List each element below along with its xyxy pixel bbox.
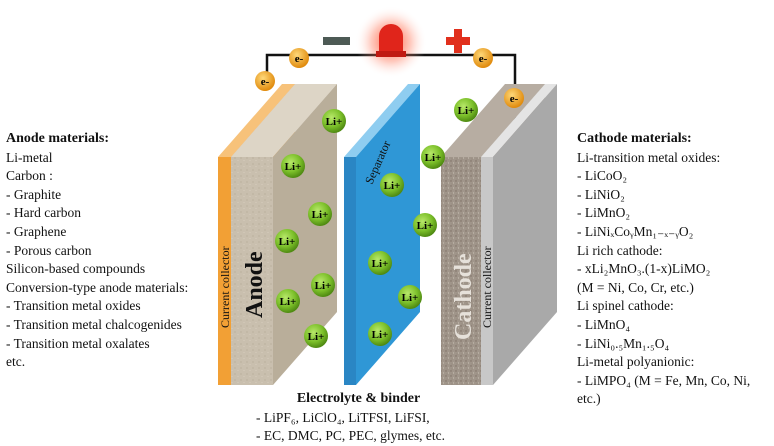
lithium-ion: Li+ <box>281 154 305 178</box>
anode-material-line: Li-metal <box>6 149 53 165</box>
electron: e- <box>473 48 493 68</box>
electron-label: e- <box>261 76 270 88</box>
cathode-material-line: - LiNiO₂ <box>577 186 625 202</box>
lithium-ion: Li+ <box>276 289 300 313</box>
cathode-material-line: - xLi₂MnO₃.(1-x)LiMO₂ <box>577 261 711 277</box>
anode-material-line: etc. <box>6 354 26 370</box>
anode-material-line: - Porous carbon <box>6 242 92 258</box>
cathode-label: Cathode <box>451 253 477 340</box>
lithium-ion-label: Li+ <box>315 280 332 292</box>
cathode-current-collector <box>481 84 557 385</box>
lithium-ion: Li+ <box>398 285 422 309</box>
lithium-ion-label: Li+ <box>285 161 302 173</box>
anode-material-line: Carbon : <box>6 168 53 184</box>
electrolyte-heading: Electrolyte & binder <box>296 391 421 406</box>
cathode-material-line: Li-metal polyanionic: <box>577 354 695 370</box>
lithium-ion-label: Li+ <box>425 152 442 164</box>
anode-material-line: - Graphite <box>6 186 62 202</box>
lithium-ion-label: Li+ <box>280 296 297 308</box>
cathode-material-line: - LiCoO₂ <box>577 168 628 184</box>
anode-material-line: - Graphene <box>6 223 67 239</box>
lithium-ion-label: Li+ <box>402 292 419 304</box>
cathode-material-line: etc.) <box>577 391 601 407</box>
electrolyte-line: - EC, DMC, PC, PEC, glymes, etc. <box>256 428 446 444</box>
cathode-material-line: - LiNi₀.₅Mn₁.₅O₄ <box>577 335 670 351</box>
cathode-current-collector-label: Current collector <box>480 246 494 328</box>
lithium-ion: Li+ <box>311 273 335 297</box>
electron: e- <box>255 71 275 91</box>
anode-material-line: - Transition metal oxides <box>6 298 141 314</box>
cathode-material-line: Li rich cathode: <box>577 242 663 258</box>
lithium-ion-label: Li+ <box>372 258 389 270</box>
anode-label: Anode <box>242 251 268 318</box>
lithium-ion: Li+ <box>421 145 445 169</box>
lithium-ion: Li+ <box>454 98 478 122</box>
anode-material-line: - Hard carbon <box>6 205 81 221</box>
cathode-material-line: Li-transition metal oxides: <box>577 149 721 165</box>
lithium-ion: Li+ <box>304 324 328 348</box>
lithium-ion: Li+ <box>322 109 346 133</box>
separator <box>344 84 420 385</box>
cathode-material-line: - LiMPO₄ (M = Fe, Mn, Co, Ni, <box>577 372 751 388</box>
lithium-ion-label: Li+ <box>308 331 325 343</box>
cathode-material-line: - LiMnO₄ <box>577 316 631 332</box>
lithium-ion: Li+ <box>413 213 437 237</box>
lithium-ion-label: Li+ <box>279 236 296 248</box>
lithium-ion-label: Li+ <box>384 180 401 192</box>
anode-current-collector-label: Current collector <box>218 246 232 328</box>
lithium-ion-label: Li+ <box>326 116 343 128</box>
lithium-ion-label: Li+ <box>312 209 329 221</box>
cathode-materials-heading: Cathode materials: <box>577 131 692 146</box>
cathode-materials-panel: Cathode materials: Li-transition metal o… <box>577 130 750 409</box>
lithium-ion: Li+ <box>368 322 392 346</box>
lithium-ion: Li+ <box>380 173 404 197</box>
anode-material-line: Silicon-based compounds <box>6 261 146 277</box>
electron: e- <box>504 88 524 108</box>
negative-terminal-sign <box>323 37 350 45</box>
electron: e- <box>289 48 309 68</box>
positive-terminal-sign <box>446 29 470 53</box>
lithium-ion: Li+ <box>275 229 299 253</box>
electron-label: e- <box>479 53 488 65</box>
cathode-material-line: (M = Ni, Co, Cr, etc.) <box>577 279 694 295</box>
light-bulb-icon <box>355 6 427 78</box>
electrolyte-panel: Electrolyte & binder - LiPF₆, LiClO₄, Li… <box>256 390 445 446</box>
cathode-material-line: - LiNiₓCoᵧMn₁₋ₓ₋ᵧO₂ <box>577 223 694 239</box>
lithium-ion-label: Li+ <box>417 220 434 232</box>
lithium-ion: Li+ <box>368 251 392 275</box>
lithium-ion: Li+ <box>308 202 332 226</box>
electron-label: e- <box>510 93 519 105</box>
anode-material-line: Conversion-type anode materials: <box>6 279 189 295</box>
electrolyte-line: - LiPF₆, LiClO₄, LiTFSI, LiFSI, <box>256 409 430 425</box>
anode-materials-heading: Anode materials: <box>6 131 110 146</box>
anode-material-line: - Transition metal chalcogenides <box>6 316 182 332</box>
lithium-ion-label: Li+ <box>458 105 475 117</box>
anode-material-line: - Transition metal oxalates <box>6 335 150 351</box>
lithium-ion-label: Li+ <box>372 329 389 341</box>
cathode-material-line: - LiMnO₂ <box>577 205 631 221</box>
cathode-material-line: Li spinel cathode: <box>577 298 674 314</box>
electron-label: e- <box>295 53 304 65</box>
